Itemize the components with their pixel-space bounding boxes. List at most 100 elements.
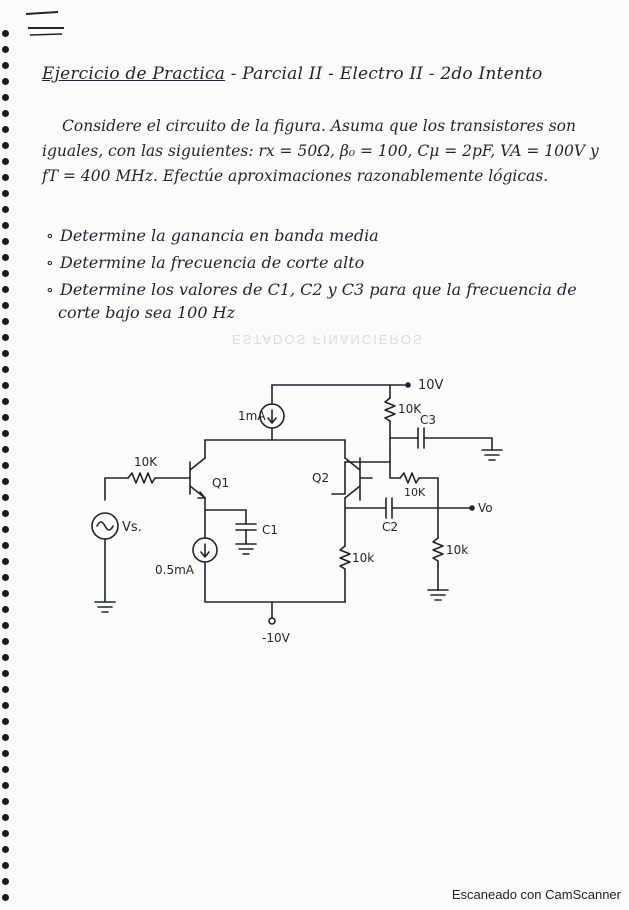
binder-hole: [2, 478, 9, 485]
label-q1: Q1: [212, 476, 229, 490]
binder-hole: [2, 558, 9, 565]
binder-hole: [2, 318, 9, 325]
label-r-emitter: 10k: [352, 551, 374, 565]
question-2: ∘Determine la frecuencia de corte alto: [46, 253, 365, 272]
capacitor-c3: [417, 427, 425, 449]
binder-hole: [2, 718, 9, 725]
binder-hole: [2, 894, 9, 901]
binder-hole: [2, 814, 9, 821]
resistor-input: [127, 472, 156, 484]
label-c3: C3: [420, 413, 436, 427]
bleed-through-text: ESTADOS FINANCIEROS: [232, 332, 424, 347]
binder-hole: [2, 398, 9, 405]
binder-hole: [2, 286, 9, 293]
binder-hole: [2, 526, 9, 533]
binder-hole: [2, 766, 9, 773]
ground-c1: [235, 543, 257, 555]
header-scribble: [25, 11, 64, 36]
binder-hole: [2, 862, 9, 869]
binder-hole: [2, 510, 9, 517]
binder-holes: [0, 0, 14, 910]
title-underlined: Ejercicio de Practica: [42, 64, 226, 84]
binder-hole: [2, 142, 9, 149]
title-rest: - Parcial II - Electro II - 2do Intento: [225, 64, 543, 84]
label-current-source-top: 1mA: [238, 409, 266, 423]
binder-hole: [2, 654, 9, 661]
label-c2: C2: [382, 520, 398, 534]
binder-hole: [2, 158, 9, 165]
binder-hole: [2, 606, 9, 613]
binder-hole: [2, 542, 9, 549]
binder-hole: [2, 30, 9, 37]
binder-hole: [2, 94, 9, 101]
binder-hole: [2, 830, 9, 837]
binder-hole: [2, 126, 9, 133]
scanner-watermark: Escaneado con CamScanner: [451, 887, 621, 902]
binder-hole: [2, 750, 9, 757]
binder-hole: [2, 62, 9, 69]
binder-hole: [2, 254, 9, 261]
binder-hole: [2, 590, 9, 597]
statement-line-2: iguales, con las siguientes: rx = 50Ω, β…: [42, 142, 599, 160]
binder-hole: [2, 382, 9, 389]
binder-hole: [2, 782, 9, 789]
question-3: ∘Determine los valores de C1, C2 y C3 pa…: [46, 280, 577, 299]
binder-hole: [2, 638, 9, 645]
ground-vs: [94, 601, 116, 613]
binder-hole: [2, 430, 9, 437]
ground-load: [427, 589, 449, 601]
question-1: ∘Determine la ganancia en banda media: [46, 226, 379, 245]
binder-hole: [2, 206, 9, 213]
label-r-collector: 10K: [398, 402, 422, 416]
binder-hole: [2, 670, 9, 677]
binder-hole: [2, 190, 9, 197]
question-1-text: Determine la ganancia en banda media: [60, 226, 379, 245]
exercise-title: Ejercicio de Practica - Parcial II - Ele…: [42, 64, 602, 84]
binder-hole: [2, 110, 9, 117]
resistor-collector: [384, 397, 396, 422]
binder-hole: [2, 702, 9, 709]
label-vs: Vs.: [122, 520, 142, 535]
binder-hole: [2, 366, 9, 373]
capacitor-c2: [385, 497, 393, 519]
label-r-input: 10K: [134, 455, 158, 469]
binder-hole: [2, 222, 9, 229]
binder-hole: [2, 238, 9, 245]
binder-hole: [2, 798, 9, 805]
binder-hole: [2, 174, 9, 181]
label-r-feedback: 10K: [404, 486, 426, 499]
question-3-continuation: corte bajo sea 100 Hz: [58, 303, 235, 322]
binder-hole: [2, 414, 9, 421]
question-2-text: Determine la frecuencia de corte alto: [60, 253, 365, 272]
binder-hole: [2, 734, 9, 741]
resistor-feedback: [399, 472, 420, 484]
resistor-emitter: [339, 545, 351, 570]
question-3-text: Determine los valores de C1, C2 y C3 par…: [60, 280, 577, 299]
resistor-load: [432, 537, 444, 562]
binder-hole: [2, 334, 9, 341]
binder-hole: [2, 846, 9, 853]
binder-hole: [2, 46, 9, 53]
binder-hole: [2, 574, 9, 581]
label-current-source-bottom: 0.5mA: [155, 563, 195, 577]
binder-hole: [2, 462, 9, 469]
binder-hole: [2, 270, 9, 277]
problem-statement: Considere el circuito de la figura. Asum…: [42, 114, 602, 189]
label-r-load: 10k: [446, 543, 468, 557]
vee-terminal: [268, 617, 276, 625]
binder-hole: [2, 78, 9, 85]
label-vcc: 10V: [418, 378, 444, 393]
binder-hole: [2, 686, 9, 693]
circuit-diagram: 10V 1mA 10K C3 10K Q1 Q2 10K Vs. C1 C2 V…: [91, 378, 503, 645]
binder-hole: [2, 878, 9, 885]
statement-line-1: Considere el circuito de la figura. Asum…: [62, 117, 576, 135]
statement-line-3: fT = 400 MHz. Efectúe aproximaciones raz…: [42, 167, 549, 185]
label-q2: Q2: [312, 471, 329, 485]
label-c1: C1: [262, 523, 278, 537]
binder-hole: [2, 622, 9, 629]
binder-hole: [2, 494, 9, 501]
ground-c3: [481, 449, 503, 461]
label-vee: -10V: [262, 631, 291, 645]
binder-hole: [2, 350, 9, 357]
